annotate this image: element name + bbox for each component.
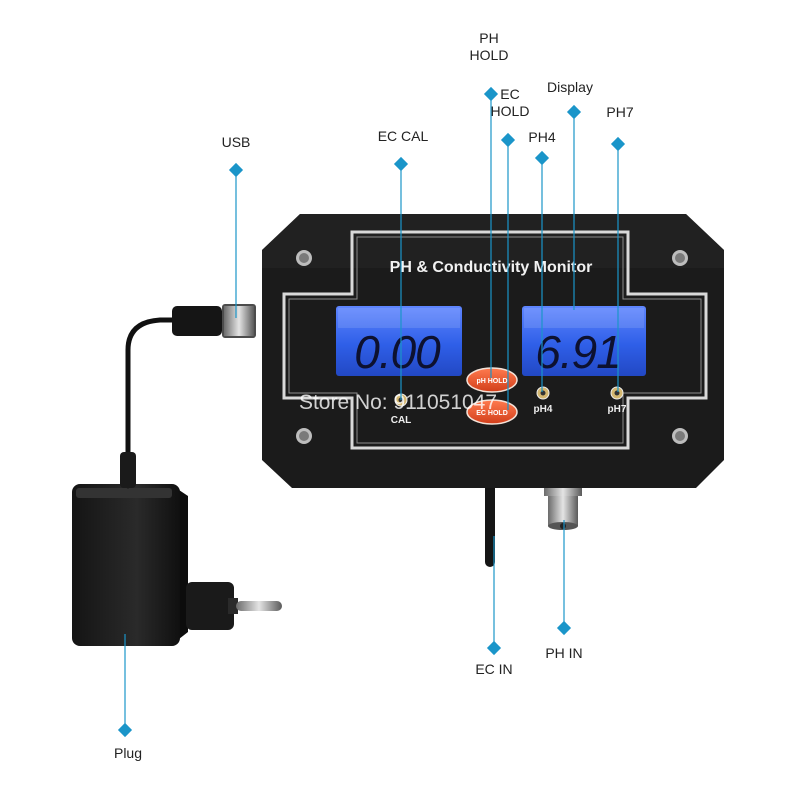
power-cable (125, 317, 181, 489)
callout-ec-cal: EC CAL (377, 128, 429, 144)
ph-hold-button-label: pH HOLD (476, 378, 507, 385)
callout-markers (117, 86, 626, 738)
ec-hold-button[interactable]: EC HOLD (466, 399, 518, 425)
ph-hold-button[interactable]: pH HOLD (466, 367, 518, 393)
marker-ec-in (486, 640, 502, 656)
callout-plug: Plug (113, 745, 143, 761)
store-watermark: Store No: 911051047 (299, 391, 497, 414)
ph7-cal-port[interactable] (610, 386, 624, 400)
panel-frame (282, 230, 708, 450)
power-adapter (72, 484, 282, 646)
screw (296, 428, 312, 444)
ph4-cal-port[interactable] (536, 386, 550, 400)
marker-plug (117, 722, 133, 738)
marker-ec-cal (393, 156, 409, 172)
marker-ph-hold (483, 86, 499, 102)
callout-display: Display (547, 79, 593, 95)
marker-ec-hold (500, 132, 516, 148)
callout-ec-in: EC IN (475, 661, 513, 677)
marker-ph7 (610, 136, 626, 152)
callout-ec-hold: EC HOLD (490, 86, 530, 119)
callout-ph4: PH4 (528, 129, 556, 145)
marker-usb (228, 162, 244, 178)
usb-connector (172, 304, 256, 338)
screw (672, 428, 688, 444)
ph-lcd-display (522, 306, 646, 376)
ec-hold-button-label: EC HOLD (476, 410, 508, 417)
screw (296, 250, 312, 266)
monitor-device: PH & Conductivity Monitor 0.00 6.91 pH H… (262, 214, 724, 488)
ec-lcd-display (336, 306, 462, 376)
ec-reading: 0.00 (354, 326, 441, 378)
cal-port-label: CAL (391, 415, 412, 426)
marker-ph4 (534, 150, 550, 166)
callout-ph7: PH7 (606, 104, 634, 120)
callout-ph-hold: PH HOLD (469, 30, 509, 63)
plug-prong (236, 601, 282, 611)
callout-ph-in: PH IN (545, 645, 583, 661)
marker-display (566, 104, 582, 120)
callout-usb: USB (221, 134, 251, 150)
screw (672, 250, 688, 266)
ph-reading: 6.91 (535, 326, 621, 378)
marker-ph-in (556, 620, 572, 636)
leader-lines (124, 94, 619, 730)
ph4-port-label: pH4 (534, 404, 553, 415)
ph7-port-label: pH7 (608, 404, 627, 415)
